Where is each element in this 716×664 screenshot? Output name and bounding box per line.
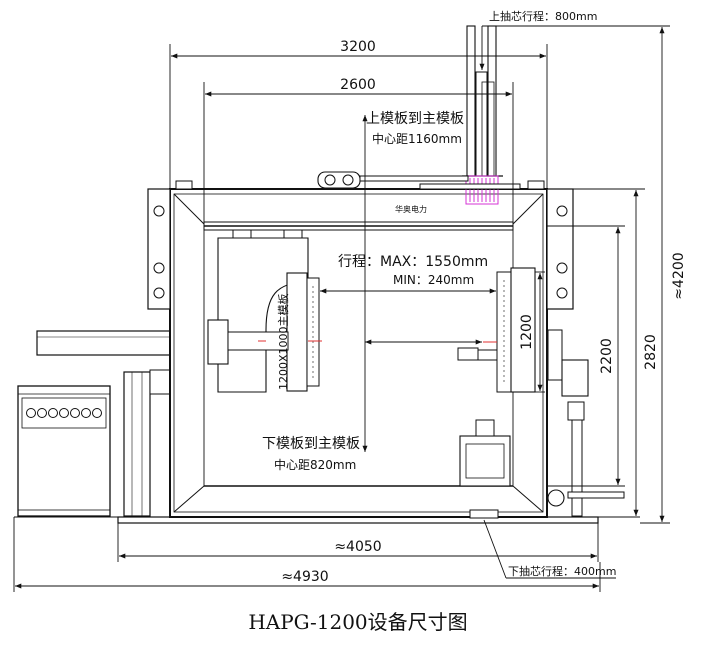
- upper-center-distance-line1: 上模板到主模板: [366, 111, 464, 127]
- platen-label: 1200X1000主模板: [276, 293, 290, 390]
- dim-platen-height: 1200: [519, 314, 535, 350]
- heater-cluster: [465, 175, 499, 205]
- left-cylinder-assembly: [36, 330, 171, 517]
- dim-inner-width: 2600: [340, 77, 376, 93]
- drawing-caption: HAPG-1200设备尺寸图: [248, 610, 468, 634]
- bottom-core-stroke-label: 下抽芯行程：400mm: [508, 564, 616, 578]
- internal-mechanism: [207, 229, 625, 519]
- top-core-cylinder: [317, 25, 521, 205]
- indicator-lights: [26, 408, 102, 418]
- stroke-max-label: 行程：MAX：1550mm: [338, 254, 488, 270]
- top-core-stroke-label: 上抽芯行程：800mm: [489, 9, 597, 23]
- dim-base-length: ≈4050: [334, 539, 381, 555]
- brand-label: 华奥电力: [395, 204, 427, 214]
- upper-center-distance-line2: 中心距1160mm: [372, 131, 462, 146]
- dimension-lines: [13, 25, 670, 592]
- dim-frame-width: 3200: [340, 39, 376, 55]
- dim-total-length: ≈4930: [281, 569, 328, 585]
- control-cabinet: [17, 385, 111, 517]
- dim-overall-height: ≈4200: [671, 252, 687, 299]
- dim-inner-height: 2200: [599, 338, 615, 374]
- stroke-min-label: MIN：240mm: [393, 273, 474, 287]
- lower-center-distance-line1: 下模板到主模板: [262, 436, 360, 452]
- lower-center-distance-line2: 中心距820mm: [274, 457, 356, 472]
- dim-frame-height: 2820: [643, 334, 659, 370]
